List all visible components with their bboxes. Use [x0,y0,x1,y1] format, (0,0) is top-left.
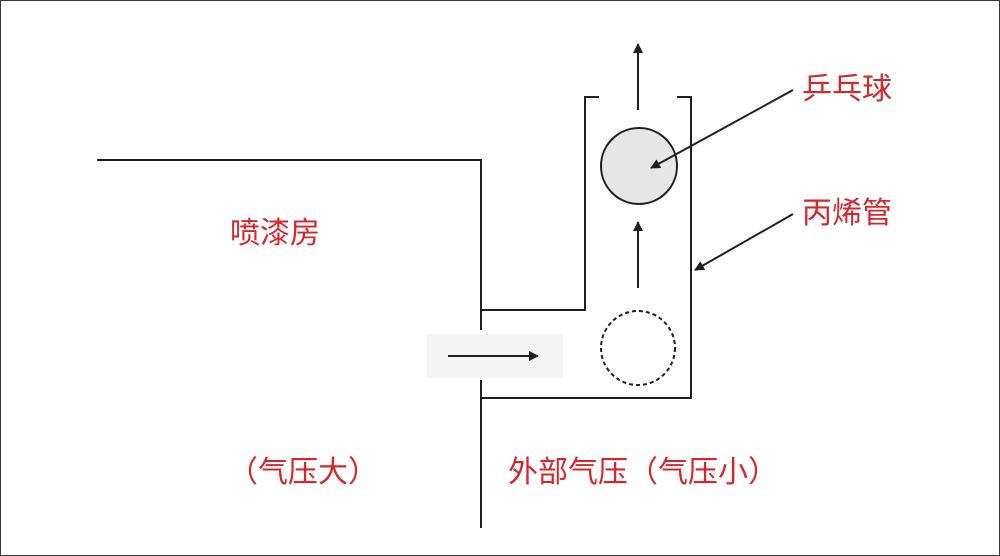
ping-pong-ball-label: 乒乓球 [802,72,892,107]
ping-pong-ball [600,127,678,205]
acrylic-tube-label: 丙烯管 [802,196,892,231]
ball-previous-position [600,310,676,386]
spray-room-label: 喷漆房 [230,216,320,251]
tube-upper-wall [481,96,599,311]
tube-lower-wall [481,96,692,399]
ball-leader-arrow [650,89,794,169]
outside-pressure-label: 外部气压（气压小） [508,455,778,490]
tube-leader-arrow [694,213,794,271]
spray-room-wall-top [97,159,482,330]
high-pressure-label: （气压大） [228,455,378,490]
